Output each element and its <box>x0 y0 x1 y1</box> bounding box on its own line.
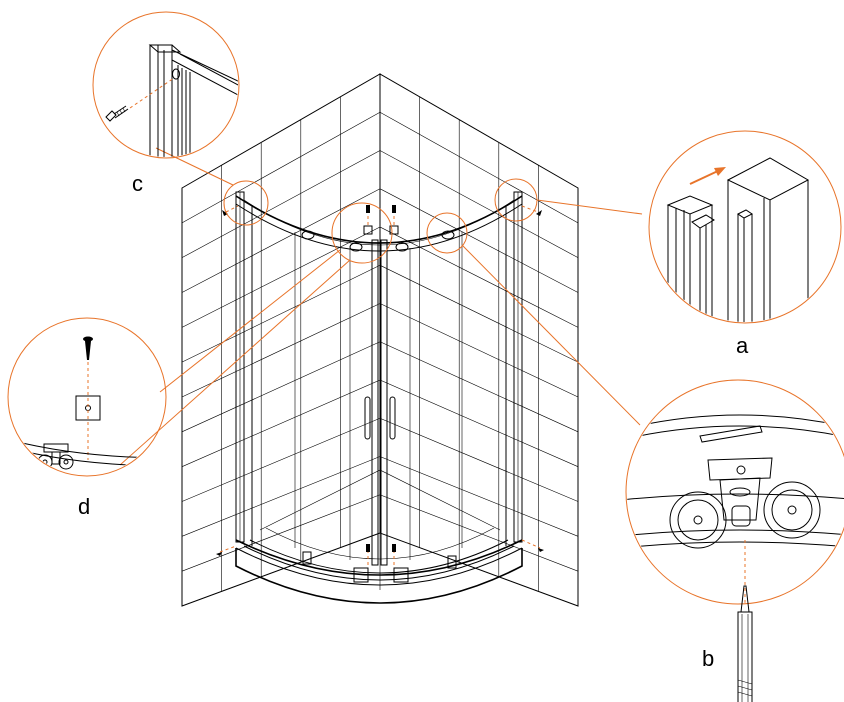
callout-label-b: b <box>702 646 715 671</box>
shower-tray <box>235 469 523 604</box>
top-roller-right-inner <box>395 242 409 252</box>
callout-label-d: d <box>78 494 91 519</box>
top-roller-right-outer <box>441 230 455 240</box>
detail-b <box>625 379 844 702</box>
wall-screws <box>216 205 544 556</box>
arrow-icon <box>689 167 726 185</box>
roller-wheel-right <box>763 481 821 539</box>
detail-a <box>648 130 842 324</box>
detail-d <box>7 317 167 477</box>
callout-label-c: c <box>132 171 143 196</box>
top-roller-left-inner <box>349 242 363 252</box>
screwdriver-icon <box>737 585 753 702</box>
roller-wheel-left <box>669 491 727 549</box>
shower-enclosure <box>235 191 523 583</box>
detail-c <box>92 11 240 159</box>
tiled-walls <box>181 73 579 607</box>
screw-icon <box>105 105 129 122</box>
callout-label-a: a <box>736 333 749 358</box>
screw-icon <box>83 336 93 360</box>
top-roller-left-outer <box>301 230 315 240</box>
